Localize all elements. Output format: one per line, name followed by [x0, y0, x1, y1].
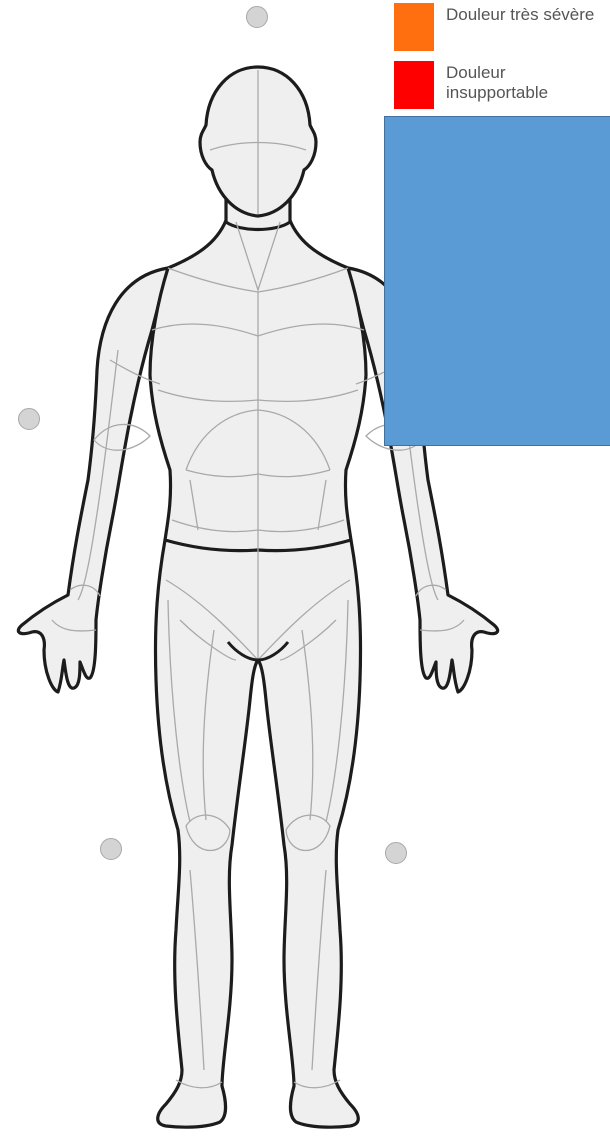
pain-point-head[interactable]: [246, 6, 268, 28]
legend-label: Douleur très sévère: [446, 5, 596, 25]
right-arm-shape: [18, 268, 168, 692]
legend-label: Douleur insupportable: [446, 63, 596, 103]
legend-item-tres-severe: Douleur très sévère: [394, 3, 596, 51]
legend-swatch-orange: [394, 3, 434, 51]
pain-point-right-arm[interactable]: [18, 408, 40, 430]
pain-point-right-knee[interactable]: [100, 838, 122, 860]
blue-overlay-panel: [384, 116, 610, 446]
legend-item-insupportable: Douleur insupportable: [394, 61, 596, 109]
pain-point-left-knee[interactable]: [385, 842, 407, 864]
legend-swatch-red: [394, 61, 434, 109]
